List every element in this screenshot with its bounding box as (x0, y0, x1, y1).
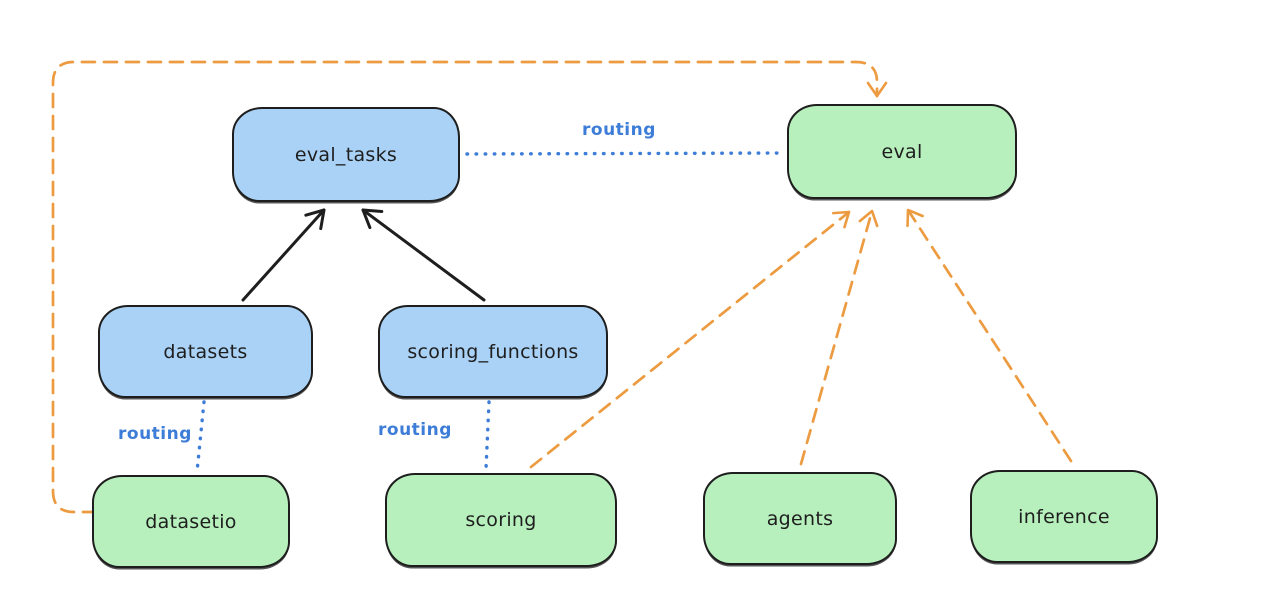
node-agents: agents (703, 472, 897, 565)
node-label: inference (1018, 505, 1110, 528)
edge-eval-tasks-to-eval-routing (465, 151, 785, 156)
edge-datasets-to-datasetio-routing (195, 400, 206, 474)
node-label: scoring_functions (407, 340, 579, 363)
node-datasetio: datasetio (92, 475, 290, 568)
node-label: scoring (465, 509, 537, 531)
node-eval: eval (787, 104, 1017, 199)
node-label: eval_tasks (294, 143, 398, 166)
edge-scoring-functions-to-eval-tasks (361, 208, 486, 302)
edge-datasetio-to-eval (51, 60, 888, 514)
node-scoring-functions: scoring_functions (378, 305, 608, 398)
node-label: datasets (163, 340, 248, 363)
routing-label-datasets: routing (118, 424, 192, 444)
node-scoring: scoring (385, 473, 617, 567)
node-eval-tasks: eval_tasks (232, 107, 460, 202)
edge-scoring-functions-to-scoring-routing (484, 400, 491, 471)
node-label: eval (881, 140, 923, 163)
routing-label-scoring: routing (378, 420, 452, 440)
edge-inference-to-eval (906, 208, 1073, 463)
node-inference: inference (970, 470, 1158, 563)
edge-agents-to-eval (799, 209, 879, 466)
routing-label-top: routing (582, 120, 656, 140)
node-label: datasetio (145, 510, 237, 533)
node-label: agents (766, 507, 834, 530)
node-datasets: datasets (98, 305, 313, 398)
edge-datasets-to-eval-tasks (241, 208, 326, 302)
